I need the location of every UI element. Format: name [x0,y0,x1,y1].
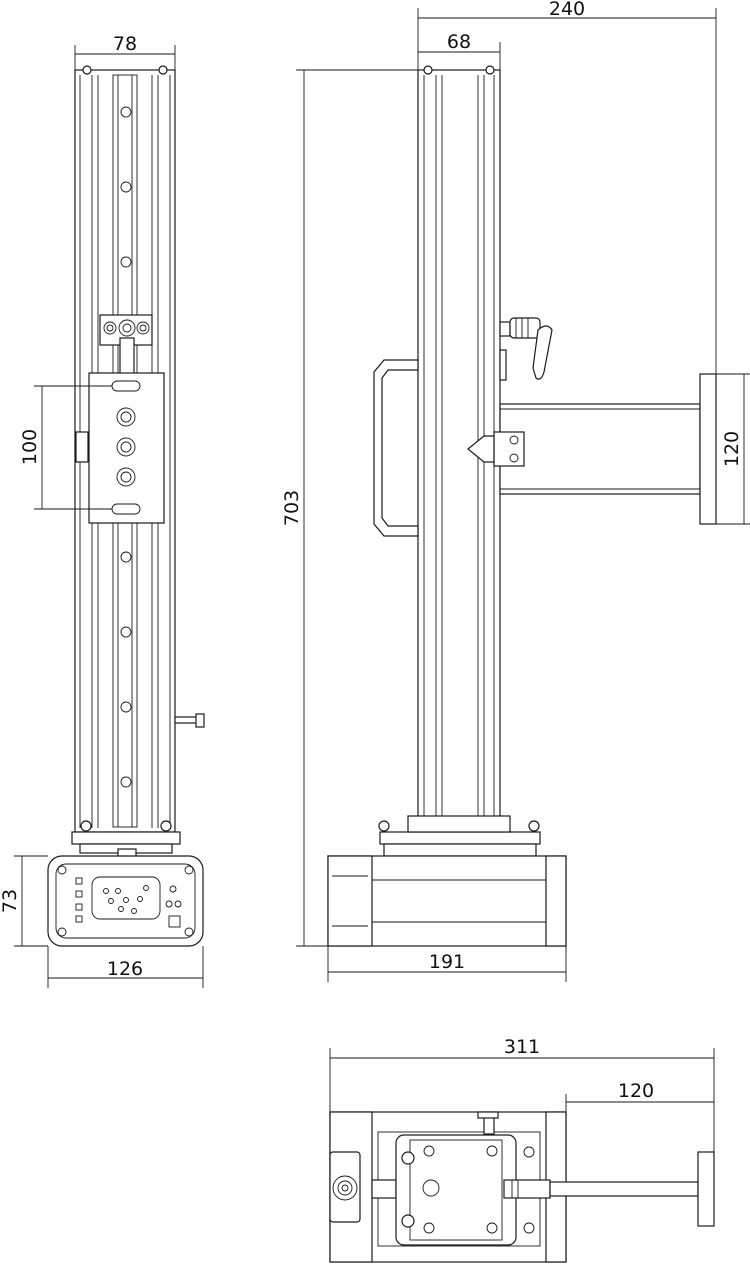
front-slider-plate [88,372,165,524]
top-view [329,1111,715,1263]
dimension-lines [14,8,750,1152]
top-arm-end-plate [697,1151,715,1227]
front-view [47,65,205,947]
dim-overall-depth: 240 [549,0,585,20]
side-arm-end-plate [699,373,717,525]
dim-overall-length: 311 [504,1036,540,1058]
dim-arm-length: 120 [618,1080,654,1102]
dim-front-width: 78 [113,33,137,55]
dim-base-length: 191 [429,951,465,973]
side-probe-arm [499,403,701,495]
dim-overall-height: 703 [281,490,303,526]
dim-slider-hole-pitch: 100 [19,429,41,465]
dim-arm-plate-height: 120 [721,431,743,467]
side-pointer-bracket [493,431,525,467]
side-view [327,65,717,947]
side-pointer [467,435,495,463]
rail-holes [120,106,132,788]
top-knob [329,1151,361,1223]
dim-base-width: 126 [107,958,143,980]
dim-base-depth: 73 [0,889,21,913]
side-handle [373,359,419,537]
front-base-plate [71,831,181,845]
front-base-foot [47,855,204,947]
top-arm [549,1181,699,1197]
front-side-lever [174,716,200,724]
side-clamp-lever [499,317,553,380]
top-plate [395,1134,517,1246]
front-base-window [91,876,161,920]
dim-column-depth: 68 [447,31,471,53]
